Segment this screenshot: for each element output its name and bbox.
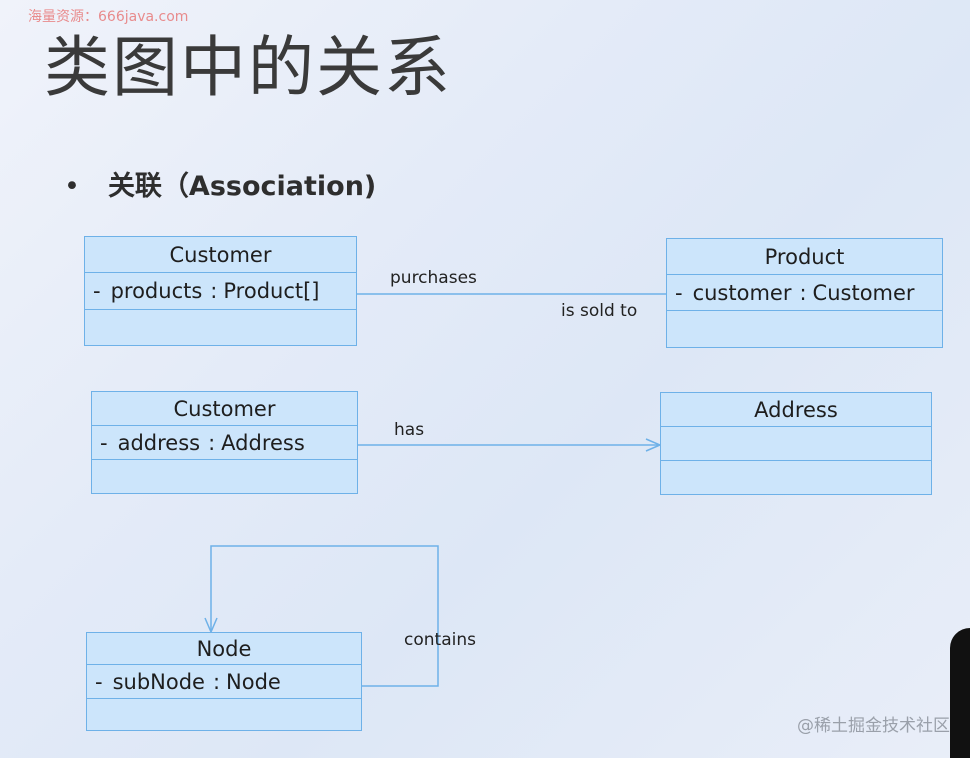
- attribute-name: customer: [692, 280, 792, 305]
- class-operations: [661, 461, 931, 494]
- attribute-type: Address: [221, 430, 305, 455]
- label-has: has: [394, 420, 425, 440]
- class-name: Address: [661, 393, 931, 427]
- class-attribute: -subNode:Node: [87, 665, 361, 699]
- watermark-bottom: @稀土掘金技术社区: [797, 716, 950, 736]
- label-purchases: purchases: [390, 268, 477, 288]
- attribute-type: Node: [226, 669, 281, 694]
- watermark-top: 海量资源：666java.com: [28, 9, 189, 25]
- label-is-sold-to: is sold to: [561, 301, 638, 321]
- presenter-silhouette: [950, 628, 970, 758]
- label-contains: contains: [404, 630, 476, 650]
- class-attribute: -customer:Customer: [667, 275, 942, 311]
- slide-title: 类图中的关系: [44, 29, 452, 106]
- class-operations: [92, 460, 357, 493]
- attribute-type: Product[]: [223, 279, 320, 303]
- class-operations: [87, 699, 361, 730]
- class-address[interactable]: Address: [660, 392, 932, 495]
- attribute-name: address: [117, 430, 201, 455]
- class-attribute: -address:Address: [92, 426, 357, 460]
- attribute-visibility: -: [675, 280, 683, 305]
- class-operations: [85, 310, 356, 345]
- class-node[interactable]: Node -subNode:Node: [86, 632, 362, 731]
- class-product[interactable]: Product -customer:Customer: [666, 238, 943, 348]
- attribute-name: products: [110, 279, 203, 303]
- class-attributes: [661, 427, 931, 461]
- bullet-marker: •: [64, 171, 80, 202]
- attribute-visibility: -: [93, 279, 101, 303]
- class-name: Node: [87, 633, 361, 665]
- contains-line: [210, 545, 439, 687]
- class-name: Customer: [85, 237, 356, 273]
- class-name: Customer: [92, 392, 357, 426]
- class-name: Product: [667, 239, 942, 275]
- attribute-visibility: -: [95, 669, 103, 694]
- bullet-text: 关联（Association): [107, 171, 377, 202]
- class-customer-products[interactable]: Customer -products:Product[]: [84, 236, 357, 346]
- class-attribute: -products:Product[]: [85, 273, 356, 310]
- attribute-visibility: -: [100, 430, 108, 455]
- attribute-name: subNode: [112, 669, 205, 694]
- bullet-association: • 关联（Association): [64, 164, 376, 203]
- attribute-type: Customer: [812, 280, 915, 305]
- class-operations: [667, 311, 942, 347]
- class-customer-address[interactable]: Customer -address:Address: [91, 391, 358, 494]
